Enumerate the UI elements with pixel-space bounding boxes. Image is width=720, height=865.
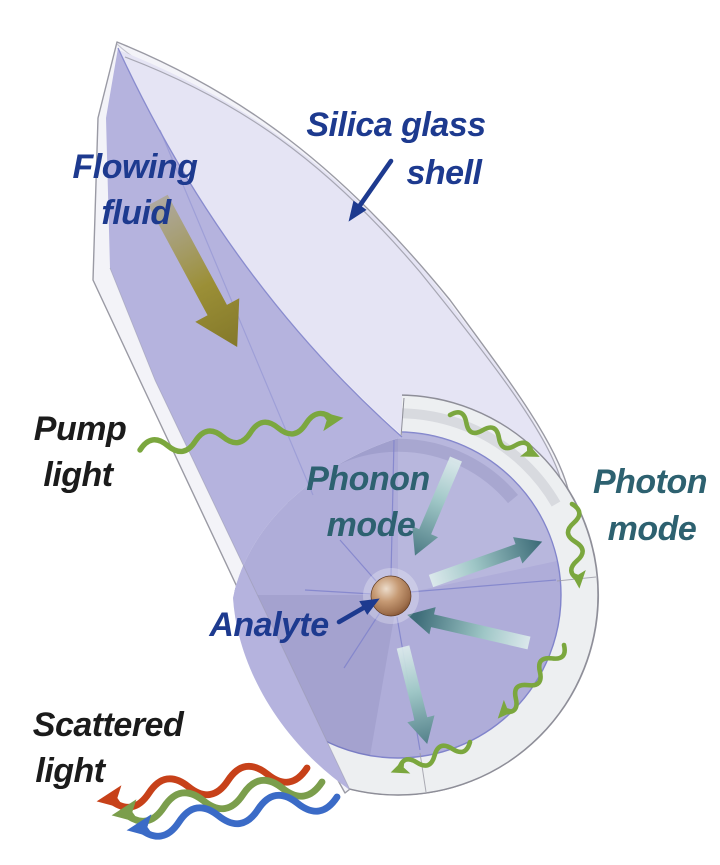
phonon-arrow-up-right	[428, 537, 543, 588]
label-photon-mode-line2: mode	[607, 510, 697, 548]
ring-inner-shadow	[381, 408, 561, 507]
bore-edge-right	[117, 47, 403, 438]
photon-wave-bottom	[390, 739, 473, 774]
photon-wave-lower-right	[497, 642, 567, 719]
scattered-wave-green	[111, 777, 326, 825]
glass-inner-wall-line	[124, 56, 561, 478]
label-flowing-fluid-line2: fluid	[101, 194, 171, 232]
label-phonon-mode-line1: Phonon	[306, 460, 430, 498]
analyte-sphere	[370, 575, 412, 617]
phonon-arrow-down	[396, 645, 435, 745]
scattered-wave-red	[96, 763, 311, 811]
scattered-wave-blue	[126, 792, 341, 840]
label-pump-light-line1: Pump	[33, 410, 127, 448]
label-silica-shell-line1: Silica glass	[306, 106, 486, 144]
label-silica-shell-line2: shell	[406, 154, 482, 192]
ring-cut-corner-edge	[400, 397, 405, 438]
analyte-pointer-arrow	[336, 598, 380, 625]
label-pump-light-line2: light	[43, 456, 113, 494]
label-analyte: Analyte	[209, 606, 329, 644]
flow-arrow	[148, 194, 240, 348]
label-scattered-light-line2: light	[35, 752, 105, 790]
label-phonon-mode-line2: mode	[326, 506, 416, 544]
label-scattered-light-line1: Scattered	[32, 706, 184, 744]
photon-wave-top	[447, 410, 540, 457]
photon-wave-right	[565, 501, 586, 589]
phonon-arrow-left	[407, 607, 531, 650]
phonon-arrow-down-left	[412, 456, 462, 556]
label-flowing-fluid-line1: Flowing	[72, 148, 198, 186]
fluid-left-edge	[109, 267, 351, 791]
shell-pointer-arrow	[348, 158, 394, 222]
label-photon-mode-line1: Photon	[592, 463, 708, 501]
pump-wave-arrow	[137, 410, 344, 455]
fluid-under-glass	[119, 50, 561, 480]
